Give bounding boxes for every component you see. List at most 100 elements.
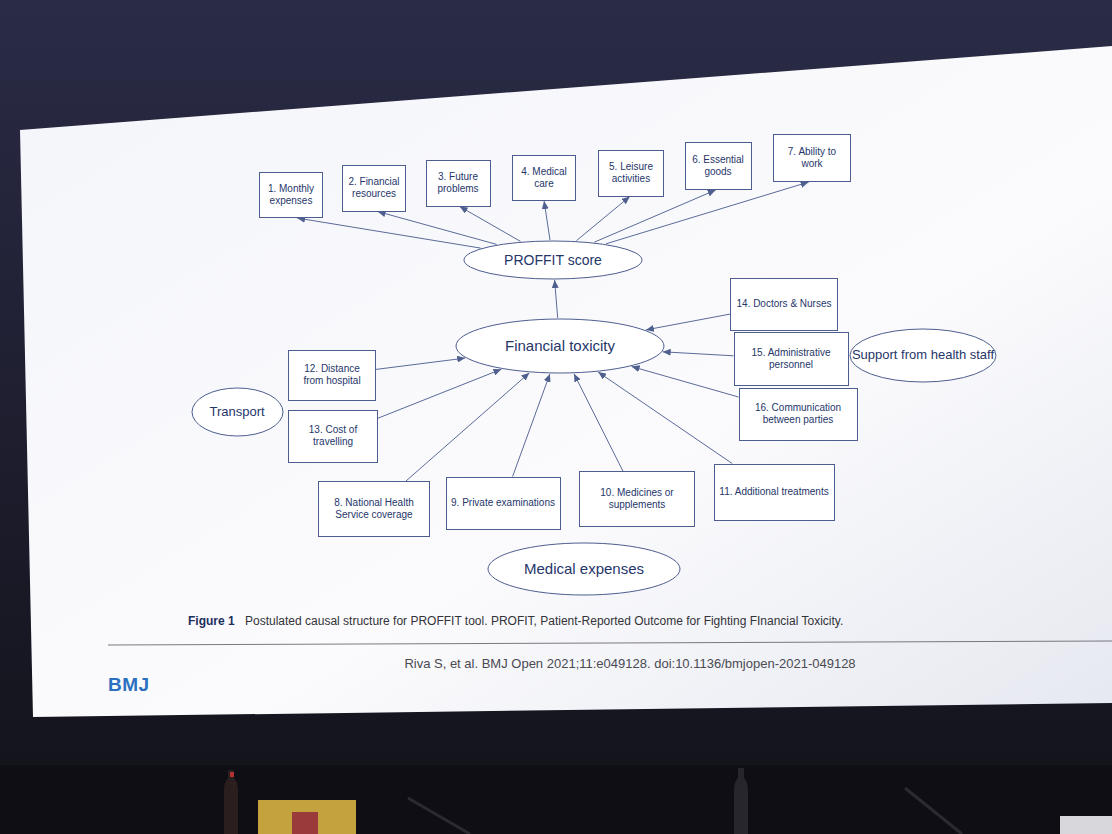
footer-rule [108,641,1112,645]
factor-box: 7. Ability to work [773,134,851,182]
factor-box: 12. Distance from hospital [288,350,376,401]
factor-label: 6. Essential goods [690,154,747,178]
text-wrap: 1. Monthly expenses [264,183,318,207]
causal-arrow [598,372,732,463]
ellipse-shape [850,329,996,382]
factor-label: 2. Financial resources [347,176,401,200]
causal-arrow [576,197,629,241]
text-wrap: 3. Future problems [431,171,486,195]
group-ellipse: Financial toxicity [455,318,665,374]
text-wrap: 5. Leisure activities [603,161,659,185]
causal-arrow [663,352,734,356]
text-wrap: 6. Essential goods [690,154,747,178]
factor-box: 10. Medicines or supplements [579,471,695,527]
projected-slide [20,46,1112,717]
text-wrap: 14. Doctors & Nurses [736,298,831,310]
causal-arrow [460,207,521,242]
group-ellipse: Transport [191,387,284,437]
text-wrap: 10. Medicines or supplements [584,487,690,511]
text-wrap: Transport [209,404,264,420]
factor-label: 9. Private examinations [451,497,555,509]
text-wrap: 15. Administrative personnel [739,347,844,371]
table-object [1060,816,1112,834]
stage-table [0,765,1112,834]
ellipse-shape [192,388,283,436]
factor-box: 9. Private examinations [446,477,561,530]
text-wrap: 8. National Health Service coverage [323,497,425,521]
bottle-shape [224,770,238,834]
group-label: Financial toxicity [505,337,615,355]
factor-label: 4. Medical care [517,166,571,190]
causal-arrow [297,218,481,248]
factor-box: 5. Leisure activities [598,150,664,197]
factor-box: 13. Cost of travelling [288,410,378,463]
microphone [905,788,962,834]
factor-box: 11. Additional treatments [714,464,835,521]
figure-number: Figure 1 [188,614,235,628]
causal-arrow [632,367,739,398]
table-card [258,800,356,834]
text-wrap: Financial toxicity [505,337,615,355]
factor-label: 13. Cost of travelling [293,424,373,448]
causal-arrow [378,212,497,245]
factor-box: 3. Future problems [426,160,491,207]
text-wrap: 13. Cost of travelling [293,424,373,448]
text-wrap: 2. Financial resources [347,176,401,200]
factor-box: 16. Communication between parties [739,388,858,441]
factor-label: 5. Leisure activities [603,161,659,185]
text-wrap: 4. Medical care [517,166,571,190]
factor-box: 6. Essential goods [685,142,752,190]
factor-label: 1. Monthly expenses [264,183,318,207]
bottle-shape [734,768,748,834]
group-label: Transport [209,404,264,420]
factor-label: 14. Doctors & Nurses [736,298,831,310]
text-wrap: 12. Distance from hospital [293,363,371,387]
table-object [292,812,318,834]
ellipse-shape [488,543,680,595]
factor-box: 8. National Health Service coverage [318,481,430,537]
factor-label: 12. Distance from hospital [293,363,371,387]
causal-arrow [378,369,501,418]
causal-arrow [513,374,550,477]
factor-box: 4. Medical care [512,155,576,201]
microphone [408,798,470,834]
factor-label: 3. Future problems [431,171,486,195]
causal-arrow [646,314,730,330]
causal-arrow [544,201,550,240]
group-ellipse: Support from health staff [849,328,997,383]
group-label: Support from health staff [852,347,994,363]
factor-label: 16. Communication between parties [744,402,853,426]
bottle-cap [230,772,234,777]
factor-label: 10. Medicines or supplements [584,487,690,511]
factor-box: 15. Administrative personnel [734,332,849,386]
factor-label: 15. Administrative personnel [739,347,844,371]
text-wrap: Medical expenses [524,560,644,578]
group-label: Medical expenses [524,560,644,578]
text-wrap: PROFFIT score [504,252,602,269]
text-wrap: 9. Private examinations [451,497,555,509]
causal-arrow [555,280,558,318]
factor-box: 1. Monthly expenses [259,172,323,218]
factor-label: 8. National Health Service coverage [323,497,425,521]
ellipse-shape [456,319,664,373]
citation-text: Riva S, et al. BMJ Open 2021;11:e049128.… [300,656,960,671]
group-ellipse: PROFFIT score [463,240,643,280]
text-wrap: 11. Additional treatments [719,486,828,498]
causal-arrow [406,373,529,481]
causal-arrow [574,374,623,471]
factor-label: 7. Ability to work [778,146,846,170]
figure-caption: Postulated causal structure for PROFFIT … [245,614,843,628]
group-label: PROFFIT score [504,252,602,269]
text-wrap: Support from health staff [852,347,994,363]
causal-arrow [376,358,465,369]
text-wrap: 7. Ability to work [778,146,846,170]
factor-box: 14. Doctors & Nurses [730,278,838,331]
ellipse-shape [464,241,642,279]
factor-label: 11. Additional treatments [719,486,828,498]
group-ellipse: Medical expenses [487,542,681,596]
text-wrap: 16. Communication between parties [744,402,853,426]
